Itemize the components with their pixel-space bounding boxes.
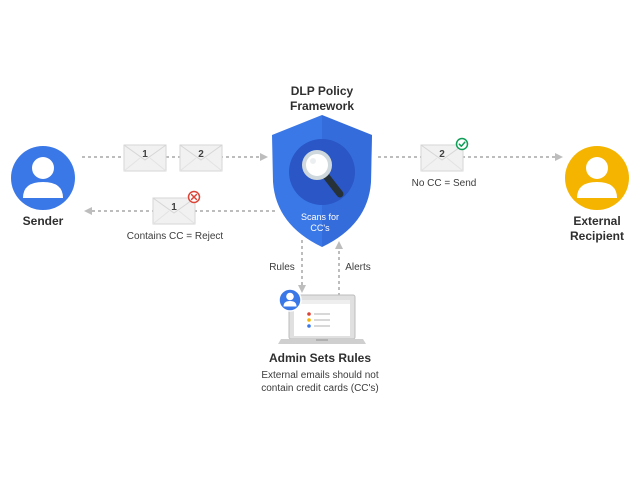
admin-avatar-icon bbox=[278, 288, 302, 312]
email-2-sent-number: 2 bbox=[439, 149, 445, 160]
send-rule-label: No CC = Send bbox=[411, 178, 477, 189]
email-2-icon bbox=[179, 144, 223, 172]
recipient-avatar-icon bbox=[565, 146, 629, 210]
recipient-label: External Recipient bbox=[569, 214, 624, 243]
admin-title: Admin Sets Rules bbox=[268, 351, 372, 365]
email-2-number: 2 bbox=[198, 149, 204, 160]
reject-x-icon bbox=[187, 190, 201, 204]
email-1-rejected-number: 1 bbox=[171, 202, 177, 213]
alerts-arrow-label: Alerts bbox=[345, 262, 371, 273]
admin-description: External emails should not contain credi… bbox=[261, 370, 379, 394]
sender-label: Sender bbox=[22, 214, 64, 228]
email-1-rejected-icon bbox=[152, 197, 196, 225]
email-1-icon bbox=[123, 144, 167, 172]
magnifier-icon bbox=[302, 150, 344, 198]
rules-arrow-label: Rules bbox=[269, 262, 295, 273]
email-2-sent-icon bbox=[420, 144, 464, 172]
reject-rule-label: Contains CC = Reject bbox=[126, 231, 224, 242]
diagram-title: DLP Policy Framework bbox=[289, 84, 355, 113]
sender-avatar-icon bbox=[11, 146, 75, 210]
email-1-number: 1 bbox=[142, 149, 148, 160]
accept-check-icon bbox=[455, 137, 469, 151]
admin-laptop-icon bbox=[278, 294, 366, 344]
shield-scan-label: Scans for CC's bbox=[300, 212, 340, 233]
